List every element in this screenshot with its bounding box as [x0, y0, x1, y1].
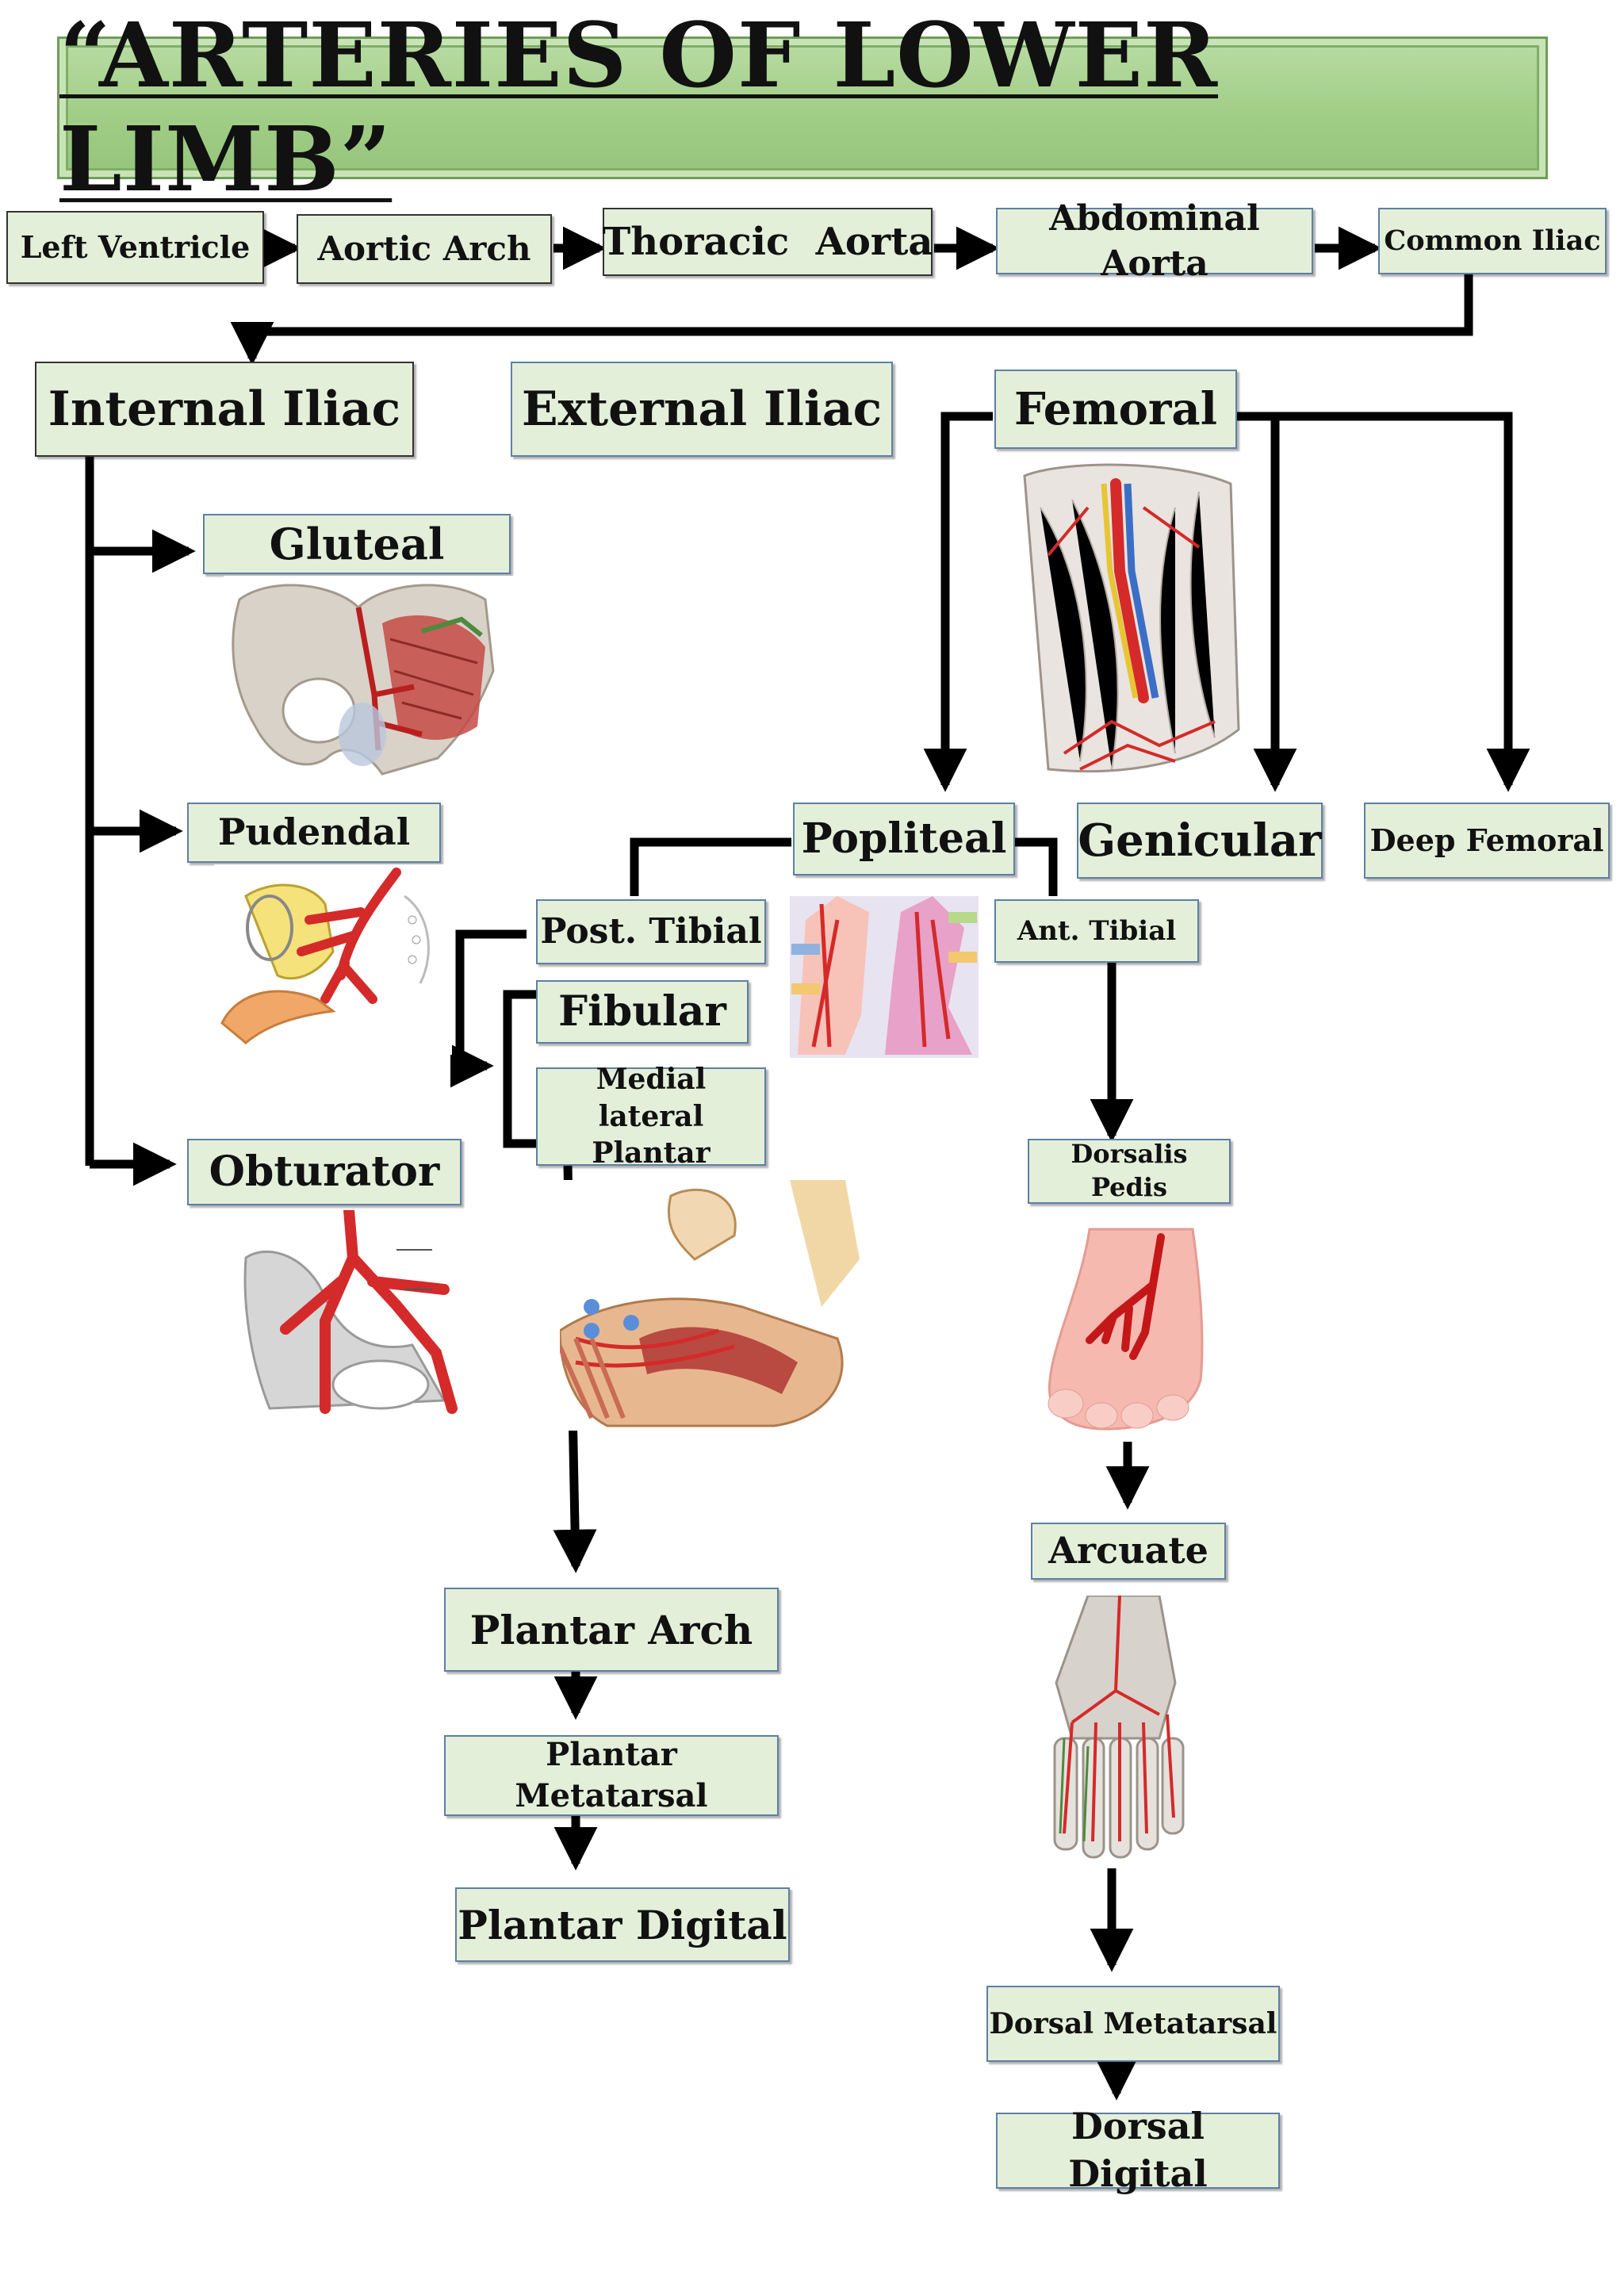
node-genicular: Genicular	[1077, 803, 1323, 879]
node-thoracic-aorta: Thoracic Aorta	[603, 208, 933, 276]
node-femoral: Femoral	[994, 370, 1237, 449]
arrow-common-internal	[230, 274, 1473, 366]
node-post-tibial: Post. Tibial	[536, 899, 766, 964]
node-plantar-digital: Plantar Digital	[455, 1887, 790, 1962]
arrow-femoral-popliteal	[923, 412, 993, 792]
popliteal-illustration	[790, 896, 979, 1058]
title-banner: “ARTERIES OF LOWER LIMB”	[57, 4, 1548, 212]
node-dorsal-digital: Dorsal Digital	[996, 2105, 1280, 2195]
node-fibular: Fibular	[536, 980, 749, 1044]
node-medial-lateral-plantar: Medial lateral Plantar	[536, 1063, 766, 1170]
line-fibular-bracket	[503, 990, 536, 1148]
node-dorsal-metatarsal: Dorsal Metatarsal	[986, 1986, 1280, 2062]
node-pudendal: Pudendal	[187, 803, 441, 863]
node-left-ventricle: Left Ventricle	[6, 211, 264, 284]
node-deep-femoral: Deep Femoral	[1364, 803, 1610, 879]
line-post-tibial-bracket	[450, 929, 527, 1088]
node-plantar-arch: Plantar Arch	[444, 1588, 779, 1672]
obturator-illustration	[238, 1210, 468, 1418]
femoral-illustration	[1017, 460, 1248, 785]
node-ant-tibial: Ant. Tibial	[994, 899, 1199, 963]
node-aortic-arch: Aortic Arch	[297, 214, 552, 284]
line-popliteal-ant-tibial	[1015, 837, 1058, 896]
pudendal-illustration	[214, 864, 452, 1055]
node-arcuate: Arcuate	[1031, 1523, 1226, 1580]
node-gluteal: Gluteal	[203, 514, 511, 574]
page-title: “ARTERIES OF LOWER LIMB”	[59, 4, 1219, 212]
node-dorsalis-pedis: Dorsalis Pedis	[1028, 1139, 1231, 1204]
line-popliteal-post-tibial	[630, 837, 791, 896]
node-plantar-metatarsal: Plantar Metatarsal	[444, 1735, 779, 1816]
arrow-femoral-deep	[1275, 412, 1530, 792]
node-external-iliac: External Iliac	[511, 362, 893, 457]
node-popliteal: Popliteal	[793, 803, 1015, 875]
node-abdominal-aorta: Abdominal Aorta	[996, 198, 1313, 284]
arcuate-illustration	[1040, 1596, 1196, 1865]
dorsalis-pedis-illustration	[1034, 1221, 1224, 1434]
node-common-iliac: Common Iliac	[1378, 208, 1607, 274]
plantar-illustration	[560, 1180, 860, 1431]
node-internal-iliac: Internal Iliac	[35, 362, 414, 457]
gluteal-illustration	[224, 576, 514, 784]
node-obturator: Obturator	[187, 1139, 462, 1205]
